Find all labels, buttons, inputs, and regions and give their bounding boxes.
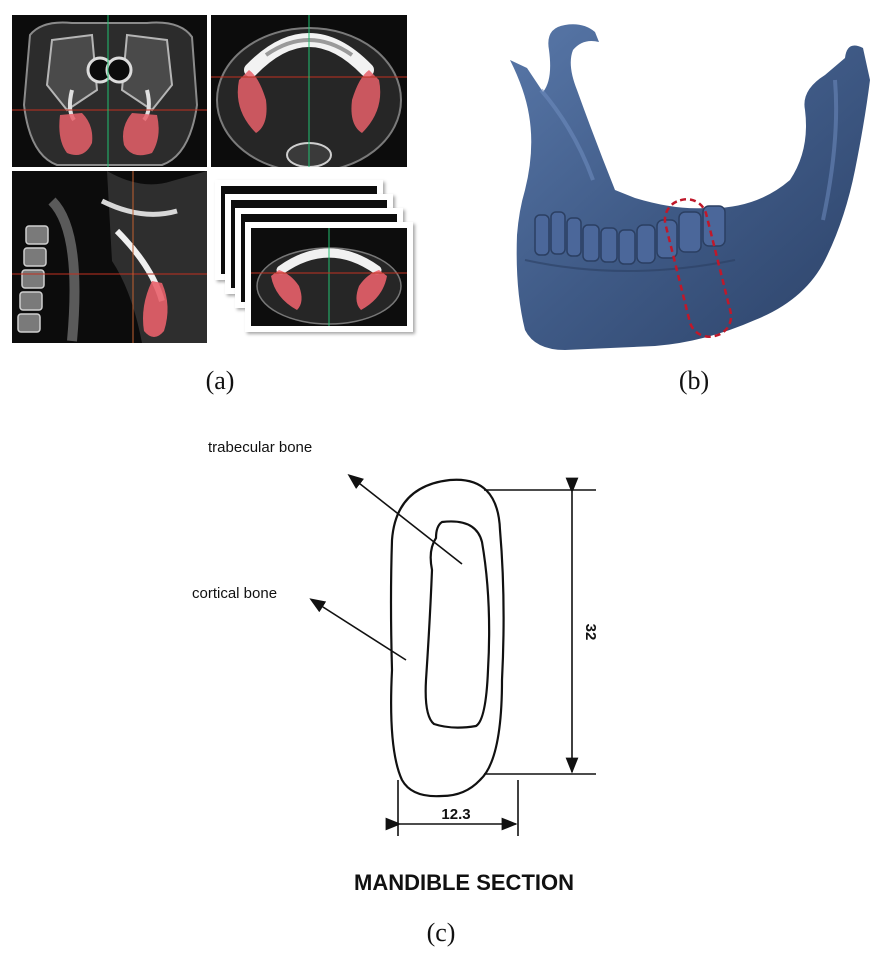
segmentation-right <box>123 113 159 155</box>
ct-sagittal-view <box>12 171 207 343</box>
mandible-section-drawing: trabecular bone cortical bone 32 12.3 MA… <box>180 420 620 920</box>
trabecular-bone-label: trabecular bone <box>208 439 312 456</box>
mandible-3d-model <box>505 20 875 360</box>
height-dimension-value: 32 <box>582 624 599 641</box>
section-caption: MANDIBLE SECTION <box>354 870 574 895</box>
cortical-bone-label: cortical bone <box>192 585 277 602</box>
panel-b-label: (b) <box>664 366 724 396</box>
width-dimension-value: 12.3 <box>441 806 470 823</box>
panel-a-label: (a) <box>190 366 250 396</box>
ct-axial-view <box>211 15 407 167</box>
ct-slice-stack <box>213 178 423 350</box>
panel-c-label: (c) <box>411 918 471 948</box>
trabecular-inner-contour <box>426 521 489 727</box>
trabecular-arrow <box>350 476 462 564</box>
ct-coronal-view <box>12 15 207 167</box>
